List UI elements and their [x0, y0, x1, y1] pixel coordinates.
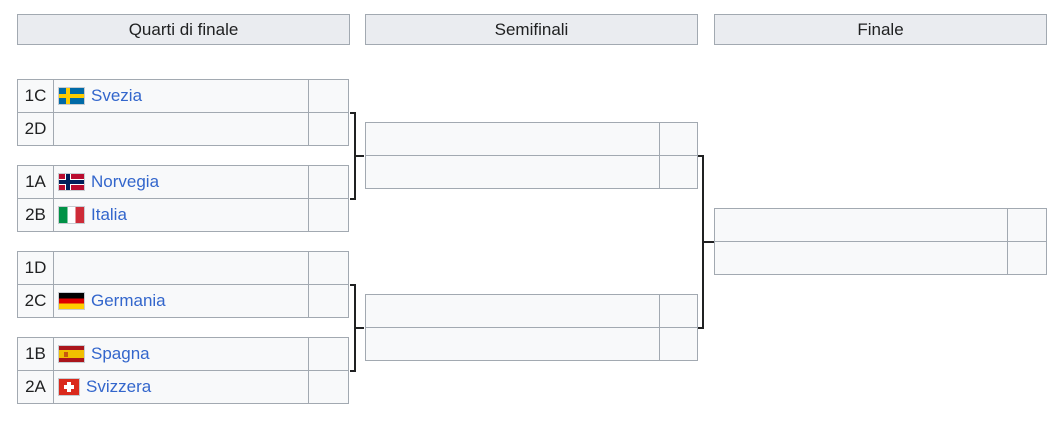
seed-cell: 2D — [17, 112, 54, 146]
bracket-connector — [702, 241, 714, 243]
quarterfinal-row: 1A Norvegia — [17, 165, 349, 199]
italy-flag-icon — [58, 206, 85, 224]
score-cell — [308, 337, 349, 371]
bracket-connector — [350, 284, 356, 286]
score-cell — [659, 155, 698, 189]
round-header-label: Semifinali — [494, 19, 569, 39]
round-header-quarterfinals: Quarti di finale — [17, 14, 350, 45]
team-cell[interactable]: Norvegia — [53, 165, 309, 199]
seed-cell: 1D — [17, 251, 54, 285]
team-cell[interactable]: Germania — [53, 284, 309, 318]
score-cell — [659, 122, 698, 156]
team-cell[interactable]: Svizzera — [53, 370, 309, 404]
final-row — [714, 208, 1047, 242]
round-header-final: Finale — [714, 14, 1047, 45]
semifinal-row — [365, 327, 698, 361]
team-cell[interactable]: Svezia — [53, 79, 309, 113]
team-name-link[interactable]: Germania — [91, 291, 166, 310]
team-cell — [53, 112, 309, 146]
quarterfinal-row: 1D — [17, 251, 349, 285]
seed-cell: 1A — [17, 165, 54, 199]
quarterfinal-row: 2D — [17, 112, 349, 146]
bracket-connector — [350, 112, 356, 114]
spain-flag-icon — [58, 345, 85, 363]
quarterfinal-row: 1B Spagna — [17, 337, 349, 371]
score-cell — [1007, 208, 1047, 242]
round-header-label: Quarti di finale — [128, 19, 239, 39]
team-cell[interactable]: Italia — [53, 198, 309, 232]
team-cell — [53, 251, 309, 285]
switzerland-flag-icon — [58, 378, 80, 396]
team-cell — [365, 327, 660, 361]
team-name-link[interactable]: Svizzera — [86, 377, 152, 396]
team-cell — [365, 294, 660, 328]
score-cell — [659, 327, 698, 361]
norway-flag-icon — [58, 173, 85, 191]
round-header-semifinals: Semifinali — [365, 14, 698, 45]
team-cell[interactable]: Spagna — [53, 337, 309, 371]
score-cell — [308, 370, 349, 404]
seed-cell: 1C — [17, 79, 54, 113]
quarterfinal-row: 2B Italia — [17, 198, 349, 232]
bracket-connector — [698, 155, 704, 157]
bracket-connector — [354, 327, 364, 329]
quarterfinal-row: 2A Svizzera — [17, 370, 349, 404]
score-cell — [308, 112, 349, 146]
quarterfinal-row: 1C Svezia — [17, 79, 349, 113]
quarterfinal-row: 2C Germania — [17, 284, 349, 318]
team-cell — [365, 122, 660, 156]
bracket-connector — [354, 155, 364, 157]
score-cell — [308, 251, 349, 285]
score-cell — [308, 79, 349, 113]
seed-cell: 2B — [17, 198, 54, 232]
team-name-link[interactable]: Italia — [91, 205, 127, 224]
team-name-link[interactable]: Norvegia — [91, 172, 160, 191]
score-cell — [308, 165, 349, 199]
score-cell — [659, 294, 698, 328]
semifinal-row — [365, 122, 698, 156]
round-header-label: Finale — [857, 19, 904, 39]
seed-cell: 2C — [17, 284, 54, 318]
bracket-connector — [698, 327, 704, 329]
team-cell — [365, 155, 660, 189]
semifinal-row — [365, 155, 698, 189]
team-name-link[interactable]: Spagna — [91, 344, 150, 363]
bracket-connector — [350, 370, 356, 372]
seed-cell: 1B — [17, 337, 54, 371]
score-cell — [1007, 241, 1047, 275]
germany-flag-icon — [58, 292, 85, 310]
sweden-flag-icon — [58, 87, 85, 105]
bracket-connector — [350, 198, 356, 200]
score-cell — [308, 284, 349, 318]
final-row — [714, 241, 1047, 275]
team-cell — [714, 208, 1008, 242]
team-cell — [714, 241, 1008, 275]
score-cell — [308, 198, 349, 232]
semifinal-row — [365, 294, 698, 328]
team-name-link[interactable]: Svezia — [91, 86, 143, 105]
seed-cell: 2A — [17, 370, 54, 404]
